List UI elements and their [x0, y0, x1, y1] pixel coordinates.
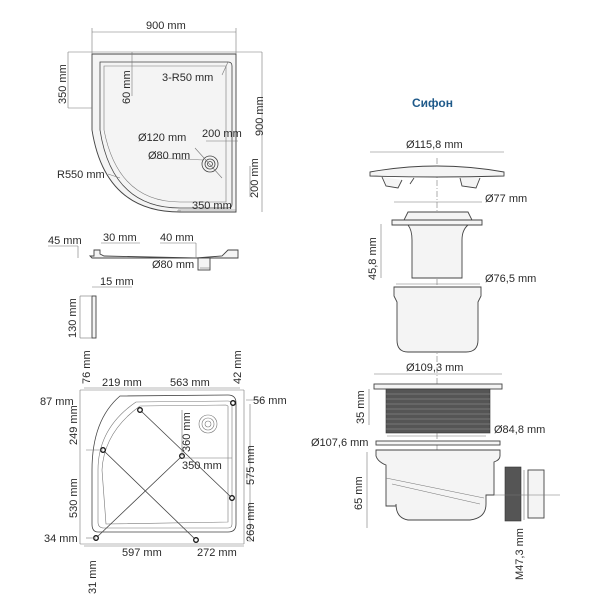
- dim-corner-radius: 3-R50 mm: [162, 72, 213, 84]
- dim-outlet-inner: Ø80 mm: [148, 150, 190, 162]
- dim-left-249: 249 mm: [68, 405, 80, 445]
- dim-side-straight: 350 mm: [57, 64, 69, 104]
- dim-gasket-diameter: Ø107,6 mm: [311, 437, 368, 449]
- dim-cup-diameter: Ø76,5 mm: [485, 273, 536, 285]
- support-frame: 76 mm 219 mm 563 mm 42 mm 87 mm 249 mm 5…: [40, 350, 287, 594]
- dim-inner-360: 360 mm: [181, 412, 193, 452]
- dim-left-87: 87 mm: [40, 396, 74, 408]
- dim-outlet-outer: Ø120 mm: [138, 132, 186, 144]
- dim-outlet-thread: M47,3 mm: [514, 528, 526, 580]
- dim-apron-height: 130 mm: [67, 298, 79, 338]
- dim-top-219: 219 mm: [102, 377, 142, 389]
- dim-strainer-height: 45,8 mm: [367, 237, 379, 280]
- dim-drain-offset: 40 mm: [160, 232, 194, 244]
- dim-right-269: 269 mm: [245, 502, 257, 542]
- dim-depth: 900 mm: [254, 96, 266, 136]
- dim-outlet-y: 200 mm: [249, 158, 261, 198]
- dim-outlet-x: 200 mm: [202, 128, 242, 140]
- dim-bottom-272: 272 mm: [197, 547, 237, 559]
- dim-apron-thickness: 15 mm: [100, 276, 134, 288]
- dim-bottom-31: 31 mm: [87, 560, 99, 594]
- dim-bottom-straight: 350 mm: [192, 200, 232, 212]
- dim-flange-diameter: Ø109,3 mm: [406, 362, 463, 374]
- dim-body-height: 65 mm: [353, 476, 365, 510]
- tray-top-view: 900 mm 350 mm 60 mm 3-R50 mm 900 mm Ø120…: [57, 20, 266, 213]
- dim-rim-width: 30 mm: [103, 232, 137, 244]
- dim-left-34: 34 mm: [44, 533, 78, 545]
- dim-thread-height: 35 mm: [355, 390, 367, 424]
- siphon-title: Сифон: [412, 96, 453, 110]
- dim-top-76: 76 mm: [81, 350, 93, 384]
- dim-top-42: 42 mm: [232, 350, 244, 384]
- dim-bottom-597: 597 mm: [122, 547, 162, 559]
- dim-outer-radius: R550 mm: [57, 169, 105, 181]
- apron-section: 15 mm 130 mm: [67, 276, 134, 339]
- dim-section-height: 45 mm: [48, 235, 82, 247]
- dim-thread-diameter: Ø84,8 mm: [494, 424, 545, 436]
- dim-top-563: 563 mm: [170, 377, 210, 389]
- tray-section: 45 mm 30 mm 40 mm Ø80 mm: [48, 232, 239, 271]
- dim-left-530: 530 mm: [68, 478, 80, 518]
- siphon-exploded-view: Сифон Ø115,8 mm Ø77 mm 45,8 mm Ø76,5 mm …: [311, 96, 560, 580]
- dim-drain-diameter: Ø80 mm: [152, 259, 194, 271]
- dim-right-56: 56 mm: [253, 395, 287, 407]
- dim-cap-diameter: Ø115,8 mm: [406, 139, 463, 151]
- dim-inner-350: 350 mm: [182, 460, 222, 472]
- dim-strainer-diameter: Ø77 mm: [485, 193, 527, 205]
- dim-right-575: 575 mm: [245, 445, 257, 485]
- dim-inner-offset: 60 mm: [121, 70, 133, 104]
- dim-width: 900 mm: [146, 20, 186, 32]
